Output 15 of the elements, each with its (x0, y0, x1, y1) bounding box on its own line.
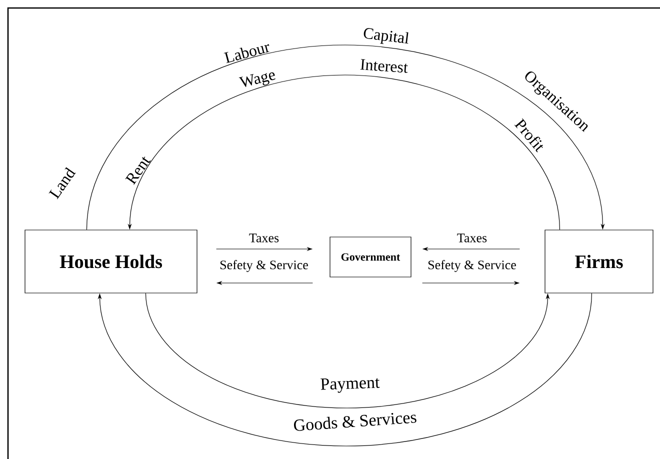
flow-label: Wage (238, 72, 276, 87)
flow-label: Labour (224, 44, 270, 64)
edge-label: Sefety & Service (426, 259, 518, 273)
entity-box: House Holds (24, 230, 198, 294)
entity-box: Firms (544, 230, 654, 294)
edge-label: Taxes (248, 232, 280, 244)
entity-box: Government (330, 236, 412, 278)
edge-label: Taxes (456, 232, 488, 244)
edge-label: Sefety & Service (218, 259, 310, 273)
flow-label: Capital (364, 28, 408, 44)
edge-label: Goods & Services (292, 410, 418, 432)
flow-label: Interest (360, 59, 408, 73)
arrow (86, 44, 605, 230)
arrow (98, 293, 592, 446)
edge-label: Payment (318, 376, 382, 394)
